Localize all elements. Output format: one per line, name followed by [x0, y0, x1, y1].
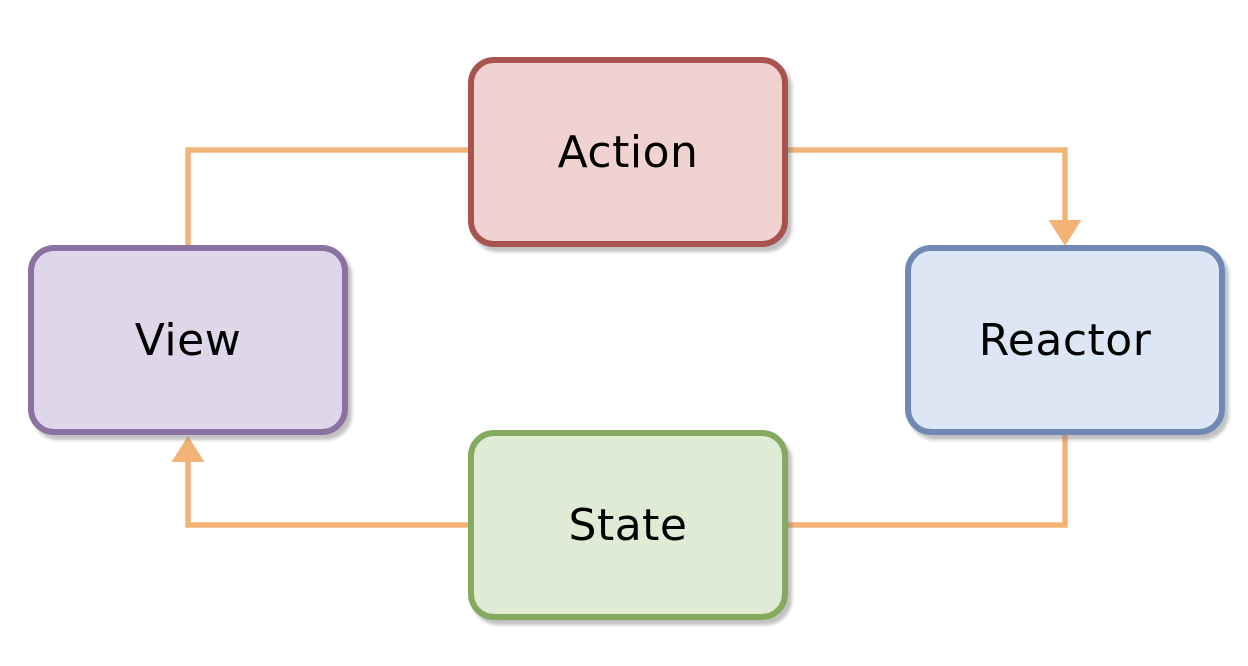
node-view-label: View — [134, 314, 242, 366]
node-action: Action — [468, 57, 788, 247]
node-state-label: State — [568, 499, 688, 551]
edge-state-to-view — [185, 462, 468, 528]
node-action-label: Action — [557, 126, 699, 178]
arrowhead-into-reactor — [1048, 220, 1082, 246]
arrowhead-into-view — [171, 436, 205, 462]
edge-view-to-action — [185, 147, 468, 245]
edge-reactor-to-state — [788, 435, 1068, 528]
node-view: View — [28, 245, 348, 435]
node-reactor: Reactor — [905, 245, 1225, 435]
node-reactor-label: Reactor — [978, 314, 1152, 366]
edge-action-to-reactor — [788, 147, 1068, 221]
node-state: State — [468, 430, 788, 620]
